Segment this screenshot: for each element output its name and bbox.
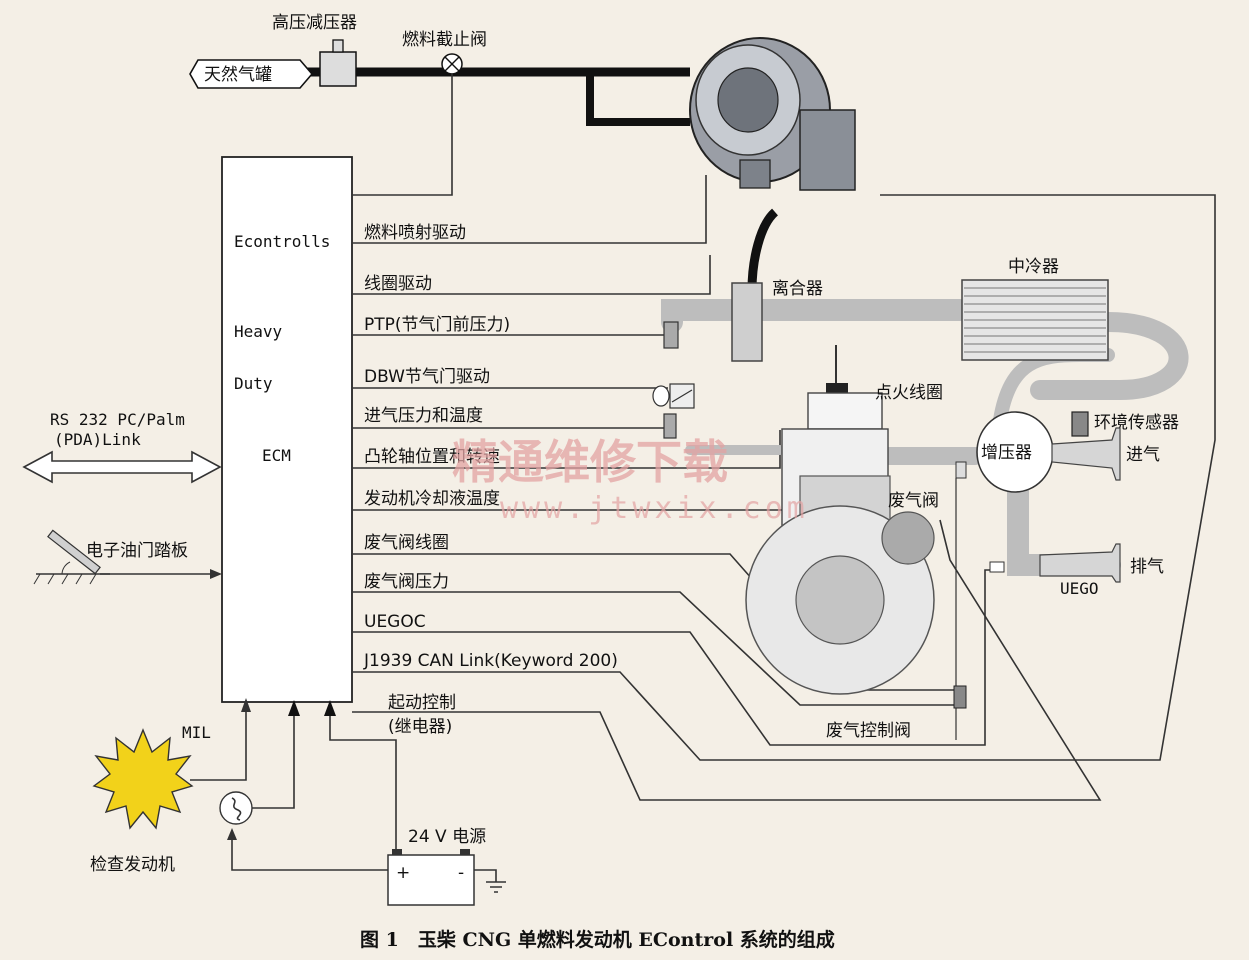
- shutoff-valve: 燃料截止阀: [402, 30, 487, 75]
- signal-label-7: 发动机冷却液温度: [364, 489, 500, 509]
- shutoff-wire: [352, 74, 453, 196]
- signal-label-1: 燃料喷射驱动: [364, 223, 466, 243]
- signal-label-9: 废气阀压力: [364, 572, 449, 592]
- pressure-regulator: 高压减压器: [272, 13, 357, 87]
- ecm-line-4: ECM: [262, 446, 291, 465]
- ambient-sensor-label: 环境传感器: [1094, 413, 1179, 433]
- battery-plus: +: [396, 863, 410, 883]
- ignition-coil-label: 点火线圈: [875, 383, 943, 403]
- uego-label: UEGO: [1060, 579, 1099, 598]
- turbocharger: 增压器: [955, 411, 1054, 493]
- signal-labels: 燃料喷射驱动 线圈驱动 PTP(节气门前压力) DBW节气门驱动 进气压力和温度…: [363, 223, 618, 671]
- wastegate-control-label: 废气控制阀: [826, 721, 911, 741]
- mil-label: MIL: [182, 723, 211, 742]
- rs232-label-1: RS 232 PC/Palm: [50, 410, 185, 429]
- start-control-label-2: (继电器): [388, 717, 452, 737]
- gas-tank: 天然气罐: [189, 59, 314, 89]
- intake-horn: 进气: [1051, 427, 1160, 481]
- battery: + - 24 V 电源: [227, 700, 506, 906]
- ecm-line-1: Econtrolls: [234, 232, 330, 251]
- watermark-cn: 精通维修下载: [452, 435, 728, 489]
- throttle-pedal-label: 电子油门踏板: [86, 541, 188, 561]
- throttle-sensors: [652, 321, 695, 439]
- exhaust-label: 排气: [1130, 557, 1164, 577]
- ecm-line-2: Heavy: [234, 322, 283, 341]
- exhaust: 排气 UEGO: [989, 543, 1164, 598]
- mil-lamp: MIL 检查发动机: [90, 698, 251, 875]
- intercooler-label: 中冷器: [1008, 257, 1059, 277]
- ambient-sensor: 环境传感器: [1071, 411, 1179, 437]
- shutoff-valve-label: 燃料截止阀: [402, 30, 487, 50]
- rs232-label-2: (PDA)Link: [54, 430, 141, 449]
- signal-label-3: PTP(节气门前压力): [364, 315, 510, 335]
- start-relay: [219, 700, 300, 825]
- clutch-label: 离合器: [772, 279, 823, 299]
- signal-label-6: 凸轮轴位置和转速: [364, 447, 500, 467]
- pressure-regulator-label: 高压减压器: [272, 13, 357, 33]
- check-engine-label: 检查发动机: [90, 855, 175, 875]
- fuel-mixer-device: [689, 37, 856, 291]
- intercooler: 中冷器: [961, 257, 1109, 361]
- signal-label-10: UEGOC: [364, 612, 426, 632]
- intake-label: 进气: [1126, 445, 1160, 465]
- figure-caption: 图 1 玉柴 CNG 单燃料发动机 EControl 系统的组成: [360, 928, 835, 951]
- ecm-box: Econtrolls Heavy Duty ECM: [221, 156, 353, 703]
- signal-label-5: 进气压力和温度: [364, 406, 483, 426]
- rs232-link: RS 232 PC/Palm (PDA)Link: [22, 410, 222, 484]
- battery-minus: -: [458, 863, 464, 883]
- power-label: 24 V 电源: [408, 827, 486, 847]
- wastegate-control-valve: 废气控制阀: [826, 478, 967, 741]
- throttle-pedal: 电子油门踏板: [33, 529, 222, 585]
- signal-label-8: 废气阀线圈: [364, 533, 449, 553]
- gas-tank-label: 天然气罐: [204, 65, 272, 85]
- watermark-url: www.jtwxix.com: [500, 491, 809, 526]
- signal-label-11: J1939 CAN Link(Keyword 200): [363, 651, 618, 671]
- ecm-line-3: Duty: [234, 374, 273, 393]
- signal-label-4: DBW节气门驱动: [364, 367, 490, 387]
- start-control-label-1: 起动控制: [388, 693, 456, 713]
- turbo-label: 增压器: [981, 443, 1032, 463]
- wastegate-label: 废气阀: [888, 491, 939, 511]
- signal-label-2: 线圈驱动: [364, 274, 432, 294]
- clutch: 离合器: [731, 279, 823, 362]
- engine-block: 点火线圈 废气阀: [745, 345, 943, 695]
